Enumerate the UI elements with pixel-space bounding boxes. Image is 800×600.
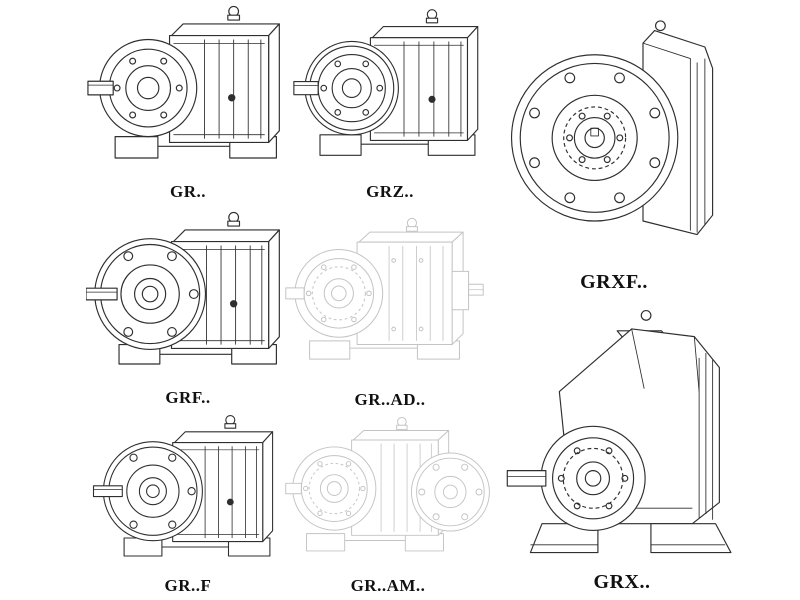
catalog-item-grx: GRX.. [498, 300, 746, 596]
model-label-gr-ad: GR..AD.. [354, 390, 426, 409]
model-label-grxf: GRXF.. [580, 271, 648, 293]
model-label-gr: GR.. [170, 182, 206, 201]
gearbox-drawing-grx [506, 310, 732, 554]
catalog-item-grz: GRZ.. [292, 0, 488, 204]
catalog-item-gr-ad: GR..AD.. [284, 206, 496, 412]
catalog-item-gr: GR.. [86, 0, 290, 204]
model-label-grz: GRZ.. [366, 182, 414, 201]
catalog-item-grf: GRF.. [86, 206, 290, 410]
catalog-item-gr-f: GR..F [86, 412, 290, 598]
gearbox-drawing-gr-am [285, 416, 490, 552]
gearbox-drawing-grz [293, 9, 479, 156]
gearbox-drawing-gr [87, 5, 280, 159]
gearbox-drawing-gr-f [92, 415, 274, 557]
model-label-grx: GRX.. [593, 571, 651, 593]
model-label-gr-f: GR..F [164, 576, 212, 595]
model-label-grf: GRF.. [165, 388, 211, 407]
catalog-item-grxf: GRXF.. [498, 0, 730, 296]
gearbox-drawing-grf [86, 211, 280, 365]
catalog-item-gr-am: GR..AM.. [284, 410, 492, 598]
model-label-gr-am: GR..AM.. [350, 576, 426, 595]
gearbox-drawing-gr-ad [285, 217, 484, 360]
gearbox-drawing-grxf [510, 20, 714, 236]
